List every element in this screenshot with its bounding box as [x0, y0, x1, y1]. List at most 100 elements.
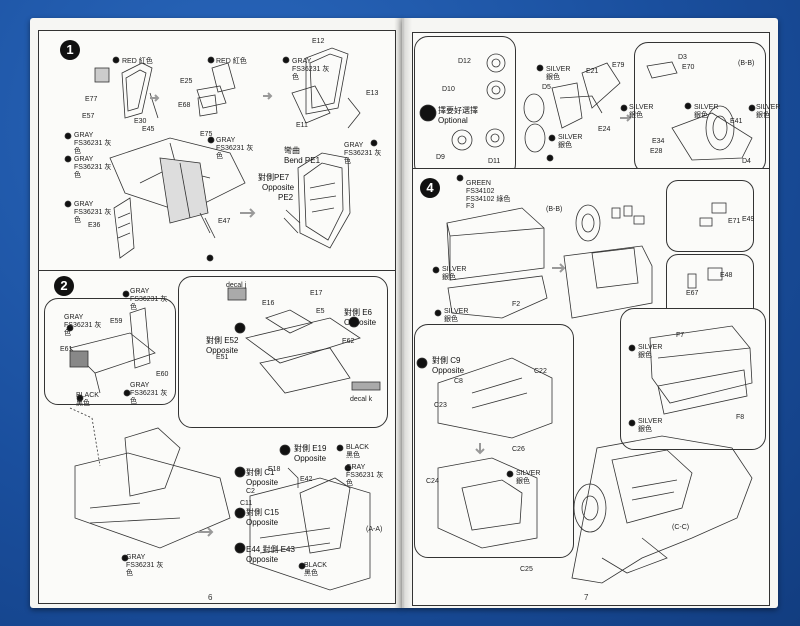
step2-drawing [66, 287, 381, 591]
paint-tag-gray-3: GRAY FS36231 灰色 [130, 382, 168, 405]
paint-tag-green: GREEN FS34102 FS34102 綠色 [466, 180, 511, 203]
opposite-c1-en: Opposite [246, 478, 279, 487]
part-label: C26 [512, 446, 525, 453]
part-label: E25 [180, 78, 193, 85]
part-label: F8 [736, 414, 745, 421]
bend-label-cn: 彎曲 [284, 146, 300, 155]
paint-tag-silver-5: SILVER 銀色 [756, 104, 781, 119]
part-label: C25 [520, 566, 533, 573]
paint-tag-silver: SILVER 銀色 [546, 66, 571, 81]
step1-number: 1 [60, 40, 80, 60]
bend-label-en: Bend PE1 [284, 156, 321, 165]
page-number-right: 7 [584, 593, 589, 602]
opposite-part: PE2 [278, 193, 294, 202]
part-label: E34 [652, 138, 665, 145]
part-label: E30 [134, 118, 147, 125]
paint-tag-gray-2: GRAY FS36231 灰色 [74, 132, 112, 155]
paint-tag-red: RED 紅色 [122, 58, 153, 65]
opposite-e43-en: Opposite [246, 555, 279, 564]
part-label: E68 [178, 102, 191, 109]
part-label: E49 [742, 216, 755, 223]
part-label: C2 [246, 488, 255, 495]
part-label: C8 [454, 378, 463, 385]
paint-tag-gray-6: GRAY FS36231 灰色 [344, 142, 382, 165]
paint-tag-black-2: BLACK 黑色 [304, 562, 327, 577]
opposite-e6-cn: 對側 E6 [344, 308, 373, 317]
paint-tag-red-2: RED 紅色 [216, 58, 247, 65]
part-label: D9 [436, 154, 445, 161]
step4-number: 4 [420, 178, 440, 198]
decal-j-label: decal j [226, 282, 247, 289]
opposite-c15-en: Opposite [246, 518, 279, 527]
paint-tag-gray-3: GRAY FS36231 灰色 [74, 156, 112, 179]
left-page: 1 [30, 18, 402, 608]
step4-cc-subpanel [414, 324, 574, 558]
part-label: E17 [310, 290, 323, 297]
part-label: F3 [466, 203, 475, 210]
opposite-label-cn: 對側PE7 [258, 173, 290, 182]
part-label: C22 [534, 368, 547, 375]
part-label: E51 [216, 354, 229, 361]
part-label: E70 [682, 64, 695, 71]
part-label: E71 [728, 218, 741, 225]
paint-tag-silver: SILVER 銀色 [442, 266, 467, 281]
step3-drawing [419, 53, 756, 162]
part-label: E48 [720, 272, 733, 279]
part-label: E45 [142, 126, 155, 133]
paint-tag-silver-3: SILVER 銀色 [638, 344, 663, 359]
part-label: E21 [586, 68, 599, 75]
paint-tag-gray: GRAY FS36231 灰色 [64, 314, 102, 337]
step4-bb-subpanel [666, 180, 754, 252]
opposite-e52-en: Opposite [206, 346, 239, 355]
part-label: F2 [512, 301, 521, 308]
paint-tag-gray: GRAY FS36231 灰色 [346, 464, 384, 487]
paint-tag-silver-5: SILVER 銀色 [516, 470, 541, 485]
paint-tag-gray-2: GRAY FS36231 灰色 [126, 554, 164, 577]
view-label-bb: (B-B) [738, 60, 755, 67]
page-number-left: 6 [208, 593, 213, 602]
part-label: E41 [730, 118, 743, 125]
opposite-e52-cn: 對側 E52 [206, 336, 239, 345]
part-label: E28 [650, 148, 663, 155]
paint-tag-black: BLACK 黑色 [76, 392, 99, 407]
right-page: 3 擇要好選擇 Optional D12 [402, 18, 781, 608]
part-label: E79 [612, 62, 625, 69]
part-label: D5 [542, 84, 551, 91]
book-spine-fold [394, 18, 412, 608]
part-label: E75 [200, 131, 213, 138]
part-label: E11 [296, 122, 308, 129]
part-label: E42 [300, 476, 313, 483]
part-label: E18 [268, 466, 281, 473]
part-label: D3 [678, 54, 687, 61]
part-label: E36 [88, 222, 101, 229]
part-label: D4 [742, 158, 751, 165]
part-label: D12 [458, 58, 471, 65]
paint-tag-black: BLACK 黑色 [346, 444, 369, 459]
part-label: E61 [60, 346, 73, 353]
paint-tag-silver-4: SILVER 銀色 [638, 418, 663, 433]
part-label: D11 [488, 158, 501, 165]
part-label: E24 [598, 126, 611, 133]
opposite-e6-en: Opposite [344, 318, 377, 327]
opposite-c9-cn: 對側 C9 [432, 356, 461, 365]
step2-subpanel-seat-tub [44, 298, 176, 405]
opposite-e43-cn: E44 對側 E43 [246, 545, 295, 554]
paint-tag-silver-2: SILVER 銀色 [444, 308, 469, 323]
step2-number: 2 [54, 276, 74, 296]
part-label: F7 [676, 332, 685, 339]
step1-drawing [64, 47, 378, 262]
step4-drawing [416, 174, 753, 584]
opposite-e19-en: Opposite [294, 454, 327, 463]
paint-tag-silver-2: SILVER 銀色 [629, 104, 654, 119]
paint-tag-gray-5: GRAY FS36231 灰色 [216, 137, 254, 160]
part-label: E47 [218, 218, 231, 225]
paint-tag-silver-4: SILVER 銀色 [694, 104, 719, 119]
opposite-label-en: Opposite [262, 183, 295, 192]
optional-cn: 擇要好選擇 [438, 106, 478, 115]
part-label: C24 [426, 478, 439, 485]
paint-tag-silver-3: SILVER 銀色 [558, 134, 583, 149]
part-label: E16 [262, 300, 275, 307]
paint-tag-gray: GRAY FS36231 灰色 [292, 58, 330, 81]
decal-k-label: decal k [350, 396, 373, 403]
step2-subpanel-floor [178, 276, 388, 428]
